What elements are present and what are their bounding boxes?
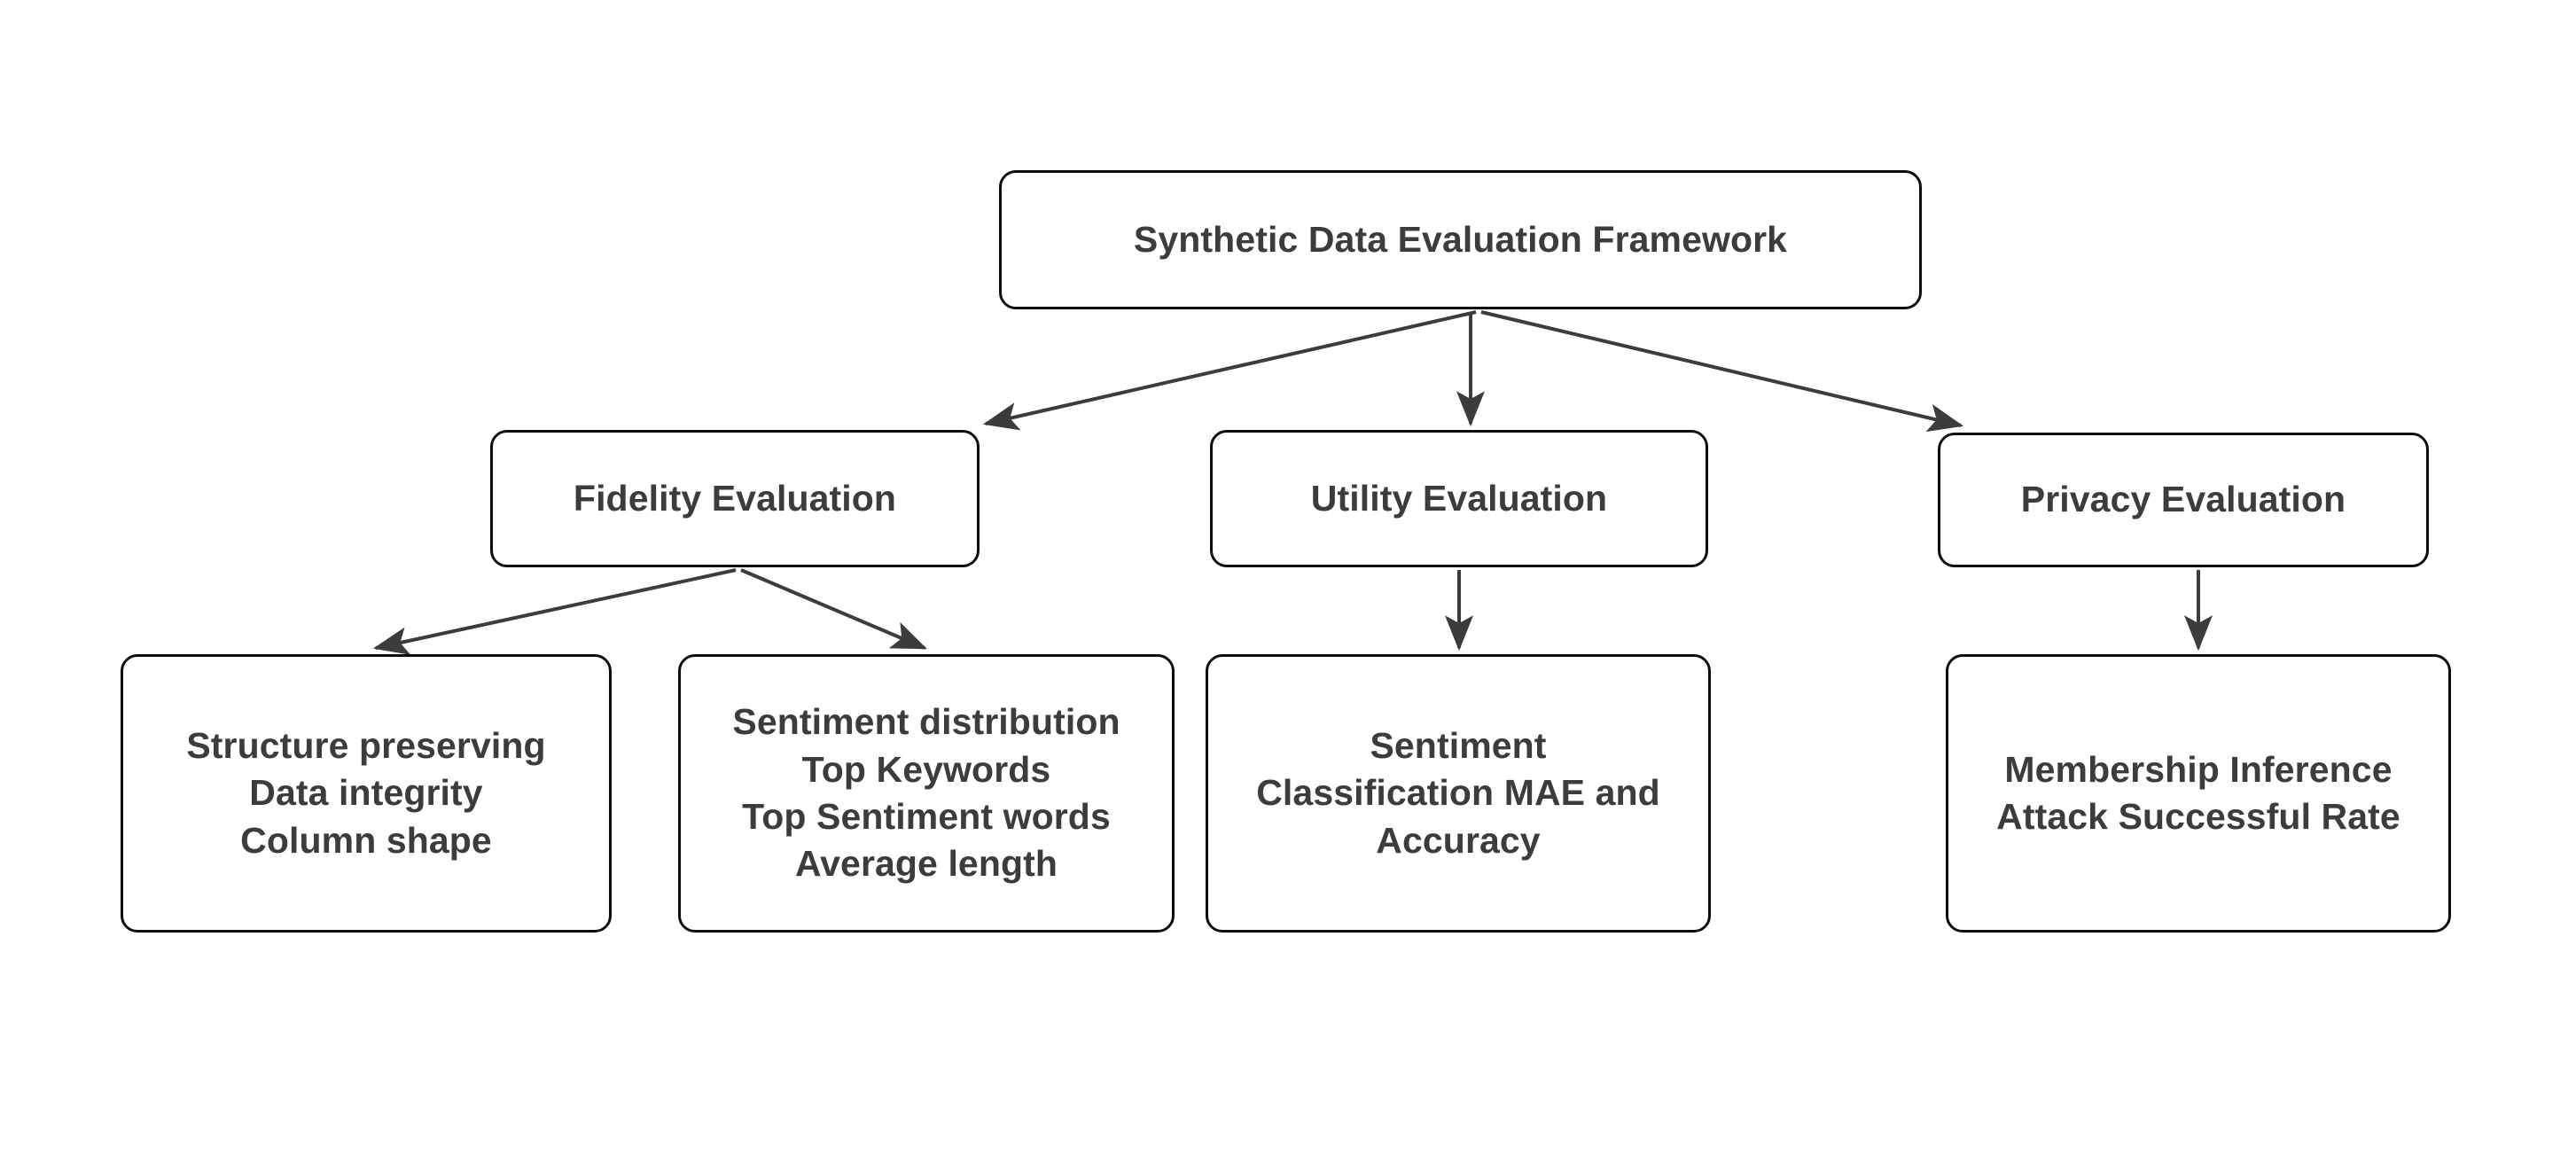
node-utility-metrics[interactable]: Sentiment Classification MAE and Accurac… bbox=[1206, 654, 1711, 933]
node-fidelity-sentiment-metrics-line-2: Top Sentiment words bbox=[742, 796, 1111, 837]
node-fidelity-sentiment-metrics-line-3: Average length bbox=[794, 843, 1058, 885]
node-utility-evaluation-label: Utility Evaluation bbox=[1213, 475, 1706, 522]
node-privacy-metrics-line-0: Membership Inference bbox=[2004, 748, 2393, 790]
node-fidelity-sentiment-metrics-label: Sentiment distribution Top Keywords Top … bbox=[681, 699, 1172, 887]
node-utility-metrics-label: Sentiment Classification MAE and Accurac… bbox=[1208, 722, 1708, 864]
node-fidelity-evaluation[interactable]: Fidelity Evaluation bbox=[490, 430, 980, 567]
edge-fidelity-to-sentiment bbox=[740, 568, 927, 650]
node-privacy-evaluation[interactable]: Privacy Evaluation bbox=[1938, 433, 2429, 567]
edge-root-to-privacy bbox=[1480, 310, 1964, 433]
node-root-label: Synthetic Data Evaluation Framework bbox=[1002, 216, 1919, 263]
node-privacy-evaluation-label: Privacy Evaluation bbox=[1940, 476, 2426, 523]
node-root-line-0: Synthetic Data Evaluation Framework bbox=[1133, 218, 1788, 260]
node-utility-evaluation[interactable]: Utility Evaluation bbox=[1210, 430, 1708, 567]
node-root[interactable]: Synthetic Data Evaluation Framework bbox=[999, 170, 1922, 309]
node-fidelity-evaluation-label: Fidelity Evaluation bbox=[493, 475, 977, 522]
node-privacy-evaluation-line-0: Privacy Evaluation bbox=[2020, 479, 2346, 520]
node-fidelity-sentiment-metrics[interactable]: Sentiment distribution Top Keywords Top … bbox=[678, 654, 1175, 933]
node-fidelity-structure-metrics-line-0: Structure preserving bbox=[186, 725, 546, 767]
node-privacy-metrics-line-1: Attack Successful Rate bbox=[1996, 796, 2400, 837]
node-utility-metrics-line-0: Sentiment bbox=[1370, 725, 1547, 767]
node-fidelity-sentiment-metrics-line-0: Sentiment distribution bbox=[732, 701, 1120, 743]
edge-root-to-fidelity bbox=[982, 310, 1477, 431]
node-fidelity-structure-metrics-line-2: Column shape bbox=[240, 819, 492, 861]
node-utility-evaluation-line-0: Utility Evaluation bbox=[1310, 477, 1608, 519]
node-utility-metrics-line-2: Accuracy bbox=[1376, 819, 1541, 861]
node-utility-metrics-line-1: Classification MAE and bbox=[1256, 772, 1660, 814]
node-privacy-metrics-label: Membership Inference Attack Successful R… bbox=[1948, 746, 2448, 841]
node-privacy-metrics[interactable]: Membership Inference Attack Successful R… bbox=[1946, 654, 2451, 933]
edge-fidelity-to-structure bbox=[372, 568, 737, 655]
node-fidelity-structure-metrics-label: Structure preserving Data integrity Colu… bbox=[123, 722, 609, 864]
node-fidelity-structure-metrics-line-1: Data integrity bbox=[249, 772, 483, 814]
node-fidelity-structure-metrics[interactable]: Structure preserving Data integrity Colu… bbox=[121, 654, 612, 933]
node-fidelity-sentiment-metrics-line-1: Top Keywords bbox=[801, 748, 1051, 790]
node-fidelity-evaluation-line-0: Fidelity Evaluation bbox=[573, 477, 897, 519]
